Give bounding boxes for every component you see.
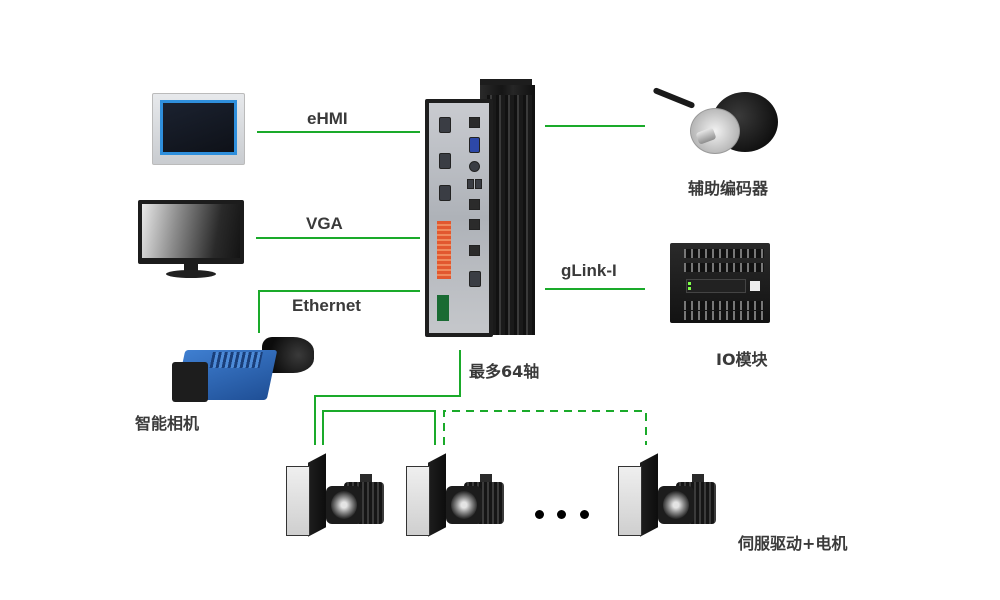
ehmi-label: eHMI (307, 109, 348, 128)
lan-port (469, 199, 480, 210)
heatsink-fins (487, 95, 535, 335)
monitor-screen (142, 204, 240, 258)
servo-label: 伺服驱动+电机 (738, 534, 848, 553)
glink-port (469, 245, 480, 256)
servo-motor (326, 474, 390, 530)
ehmi-touch-panel (152, 93, 245, 165)
io-terminals-top (684, 249, 764, 258)
io-module (670, 243, 770, 323)
ellipsis-dot (557, 510, 566, 519)
servo-motor (446, 474, 510, 530)
motor-shaft (451, 491, 477, 519)
io-module-label: IO模块 (716, 350, 768, 369)
panel-bezel (160, 100, 237, 155)
servo-motor (658, 474, 722, 530)
servo-bus-line (314, 350, 461, 445)
io-terminals-bottom (684, 301, 764, 310)
drive-front (618, 466, 642, 536)
encoder-label: 辅助编码器 (688, 179, 769, 198)
max-axes-label: 最多64轴 (469, 362, 540, 381)
serial-port (439, 117, 451, 133)
camera-label: 智能相机 (135, 414, 200, 433)
status-led (688, 282, 691, 285)
ps2-port (469, 161, 480, 172)
camera-connector-face (172, 362, 208, 402)
usb-port (475, 179, 482, 189)
controller-panel (429, 103, 489, 333)
ellipsis-dot (580, 510, 589, 519)
drive-side (428, 453, 446, 537)
vga-label: VGA (306, 214, 343, 233)
panel-screen (163, 103, 234, 152)
drive-link-dashed-line (443, 410, 647, 445)
motor-shaft (331, 491, 357, 519)
io-terminals-top (684, 263, 764, 272)
power-terminal (437, 295, 449, 321)
monitor-base (166, 270, 216, 278)
ethernet-port (469, 117, 480, 128)
io-terminals-bottom (684, 311, 764, 320)
lan-port (469, 219, 480, 230)
serial-port (439, 153, 451, 169)
servo-drive (404, 452, 446, 537)
dip-switch (750, 281, 760, 291)
encoder-port (469, 271, 481, 287)
monitor-stand (184, 264, 198, 272)
vga-port (469, 137, 480, 153)
vga-monitor (138, 200, 244, 264)
drive-side (308, 453, 326, 537)
motion-controller (425, 79, 545, 340)
io-label-plate (686, 279, 746, 293)
servo-drive (284, 452, 326, 537)
encoder-flange (690, 108, 740, 154)
io-terminal-block (437, 221, 451, 279)
ethernet-label: Ethernet (292, 296, 361, 315)
status-led (688, 287, 691, 290)
usb-port (467, 179, 474, 189)
camera-fins (209, 352, 263, 368)
glink-label: gLink-I (561, 261, 617, 280)
drive-front (286, 466, 310, 536)
motor-shaft (663, 491, 689, 519)
drive-front (406, 466, 430, 536)
servo-drive (616, 452, 658, 537)
drive-link-line (322, 410, 436, 445)
ethernet-line (258, 290, 420, 333)
controller-front (425, 99, 493, 337)
serial-port (439, 185, 451, 201)
ellipsis-dot (535, 510, 544, 519)
drive-side (640, 453, 658, 537)
